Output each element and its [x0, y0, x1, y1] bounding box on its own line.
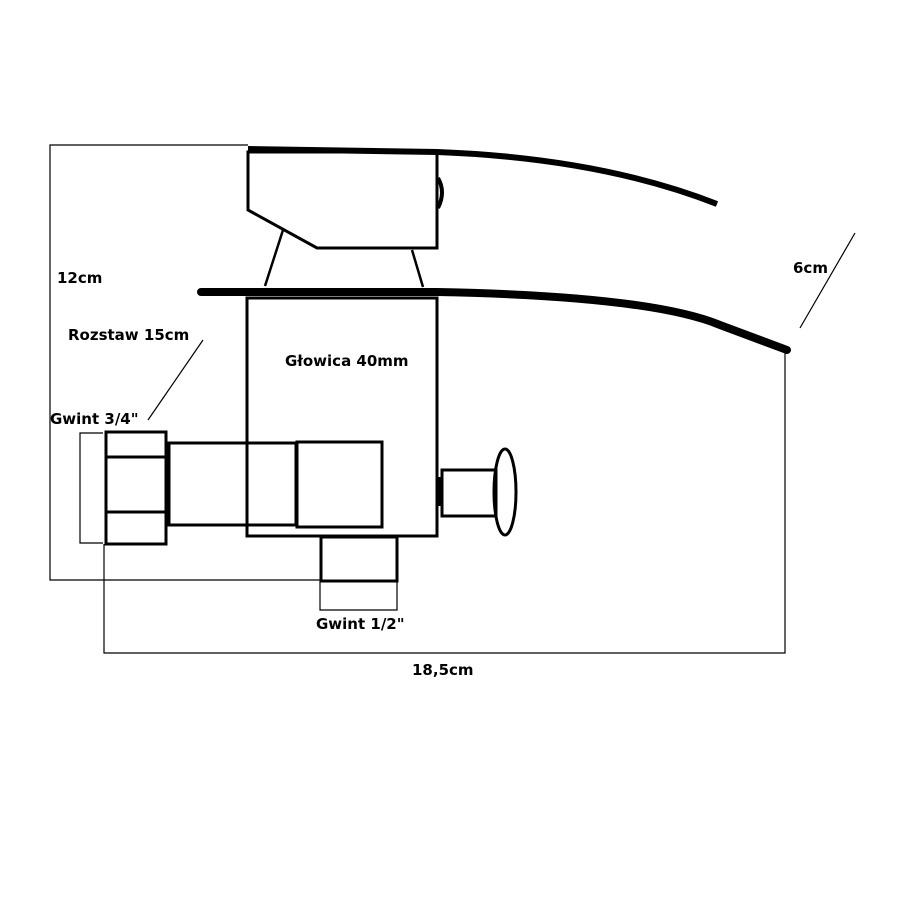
outlet-thread-dimension — [319, 581, 398, 611]
cartridge-label: Głowica 40mm — [285, 352, 409, 370]
diverter-knob — [492, 447, 518, 537]
diverter-body — [440, 468, 498, 518]
spout — [197, 288, 791, 354]
spout-height-label: 6cm — [793, 259, 828, 277]
valve-body — [245, 296, 439, 538]
inlet-pipe — [167, 441, 298, 527]
inlet-nut — [104, 430, 168, 546]
handle-knob — [436, 177, 444, 209]
handle-body — [246, 150, 439, 250]
inlet-thread-bracket — [79, 432, 103, 544]
handle-leg-right — [410, 249, 425, 288]
faucet — [104, 146, 791, 583]
spacing-leader-line — [147, 339, 204, 421]
handle-lever — [247, 146, 719, 207]
height-dimension-line — [49, 144, 320, 581]
handle-leg-left — [263, 229, 285, 287]
length-dimension-line — [103, 352, 786, 654]
inlet-thread-label: Gwint 3/4" — [50, 410, 139, 428]
outlet-thread-label: Gwint 1/2" — [316, 615, 405, 633]
length-label: 18,5cm — [412, 661, 474, 679]
outlet-connector — [319, 535, 399, 583]
cartridge-block — [295, 440, 384, 529]
dimension-lines — [49, 144, 856, 654]
height-label: 12cm — [57, 269, 102, 287]
spacing-label: Rozstaw 15cm — [68, 326, 189, 344]
spout-height-leader-line — [799, 232, 856, 329]
